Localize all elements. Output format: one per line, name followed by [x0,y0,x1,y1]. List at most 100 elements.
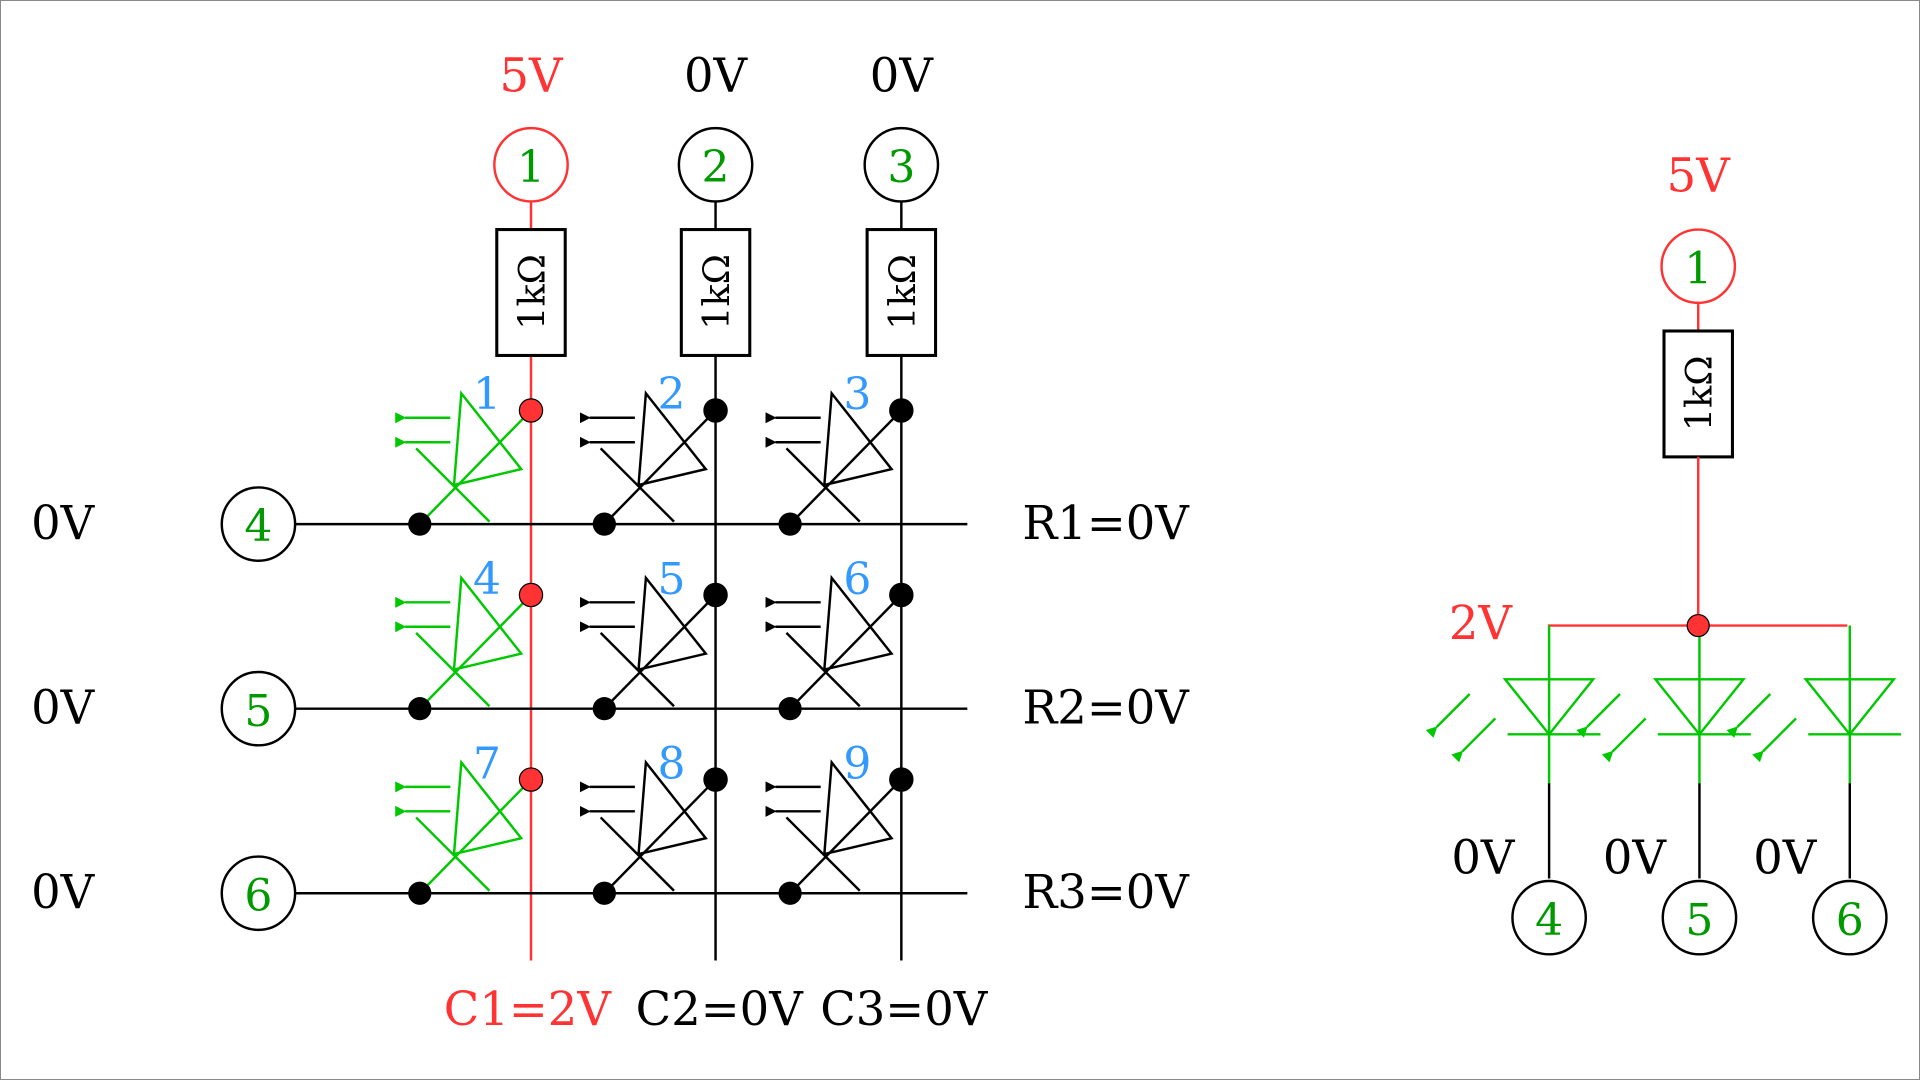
led-anode-junction [703,582,728,608]
led-lead [603,594,717,710]
led-index-label: 8 [658,738,686,789]
led-anode-junction [703,398,728,423]
led-diode-triangle [637,759,708,856]
led-index-label: 2 [658,369,686,420]
equivalent-led-light-arrow [1451,717,1497,763]
equivalent-junction-dot [1686,613,1710,638]
led-lead [603,409,717,525]
led-lead [789,778,903,895]
row-3-pin-number: 6 [244,870,272,921]
equivalent-pin-node [1660,228,1737,305]
column-3-resistor-value: 1kΩ [881,254,924,330]
led-cathode-bar [785,816,861,892]
led-diode-triangle [822,759,894,856]
equivalent-led-light-arrow [1576,693,1621,738]
equivalent-pin-number: 1 [1684,243,1712,294]
led-cathode-bar [785,447,861,523]
led-cathode-junction [408,697,432,721]
branch-3-label: 0V [1753,831,1818,885]
equivalent-led-light-arrow [1425,693,1471,738]
row-2-pin-node [220,670,297,747]
led-cathode-junction [778,881,802,905]
led-lead [603,778,717,895]
branch-2-pin-node [1661,879,1738,956]
led-index-label: 7 [473,738,501,789]
led-2: 2 [579,369,728,536]
led-1: 1 [395,369,544,536]
led-index-label: 3 [843,369,871,420]
row-2-left-label: 0V [31,680,96,734]
column-2-bottom-label: C2=0V [636,982,805,1036]
led-diode-triangle [822,390,894,487]
led-lead [418,409,532,525]
column-1-resistor [495,228,567,357]
led-9: 9 [765,738,914,905]
branch-3-pin-node [1811,879,1888,956]
led-4: 4 [395,554,544,721]
led-anode-junction [703,767,728,792]
equivalent-led-triangle [1502,678,1596,737]
led-diode-triangle [637,390,708,487]
column-1-pin-node [493,126,569,203]
column-2-pin-number: 2 [702,142,730,193]
led-anode-junction [518,767,544,792]
column-3-pin-number: 3 [887,142,915,193]
branch-2-pin-number: 5 [1685,895,1713,946]
branch-1-pin-node [1511,879,1588,956]
led-6: 6 [765,554,914,721]
led-5: 5 [579,554,728,721]
column-2-resistor [679,228,752,357]
led-cathode-bar [415,447,491,523]
led-cathode-junction [778,697,802,721]
equivalent-led-light-arrow [1726,693,1772,738]
led-anode-junction [889,767,914,792]
equivalent-led-light-arrow [1752,717,1797,763]
column-1-bottom-label: C1=2V [444,982,613,1036]
column-2-pin-node [677,126,754,203]
led-index-label: 5 [658,554,686,605]
led-3: 3 [765,369,914,536]
led-cathode-junction [592,697,616,721]
row-3-left-label: 0V [31,865,96,919]
equivalent-led-triangle [1803,678,1897,737]
branch-2-label: 0V [1603,831,1668,885]
led-cathode-bar [415,816,491,892]
matrix-leds: 1 2 3 4 5 6 7 8 9 [395,369,914,905]
led-index-label: 9 [843,738,871,789]
equivalent-circuit: 5V 1 1kΩ 2V 0V 0V 0V 4 5 6 [1425,149,1902,956]
led-anode-junction [889,582,914,608]
row-2-right-label: R2=0V [1022,680,1190,734]
led-cathode-junction [408,881,432,905]
led-cathode-junction [778,512,802,536]
led-8: 8 [579,738,728,905]
equivalent-led-1 [1425,625,1601,879]
column-2-supply-label: 0V [684,48,749,102]
matrix-wires [295,201,968,961]
column-3-bottom-label: C3=0V [820,982,989,1036]
column-1-resistor-value: 1kΩ [510,254,553,330]
led-lead [789,409,903,525]
row-1-pin-number: 4 [244,501,272,552]
row-1-right-label: R1=0V [1022,496,1190,550]
led-cathode-junction [592,512,616,536]
equivalent-supply-label: 5V [1667,149,1732,203]
led-diode-triangle [452,390,524,487]
led-anode-junction [518,582,544,608]
equivalent-led-3 [1726,625,1902,879]
led-lead [418,778,532,895]
row-1-left-label: 0V [31,496,96,550]
column-3-pin-node [863,126,940,203]
led-cathode-bar [785,632,861,708]
led-cathode-junction [408,512,432,536]
led-index-label: 6 [843,554,871,605]
led-lead [789,594,903,710]
row-3-right-label: R3=0V [1022,865,1190,919]
branch-3-pin-number: 6 [1836,895,1864,946]
led-diode-triangle [452,574,524,672]
led-anode-junction [518,398,544,423]
led-index-label: 1 [473,369,501,420]
equivalent-resistor-value: 1kΩ [1678,355,1721,431]
led-cathode-bar [599,632,675,708]
row-1-pin-node [220,486,297,563]
